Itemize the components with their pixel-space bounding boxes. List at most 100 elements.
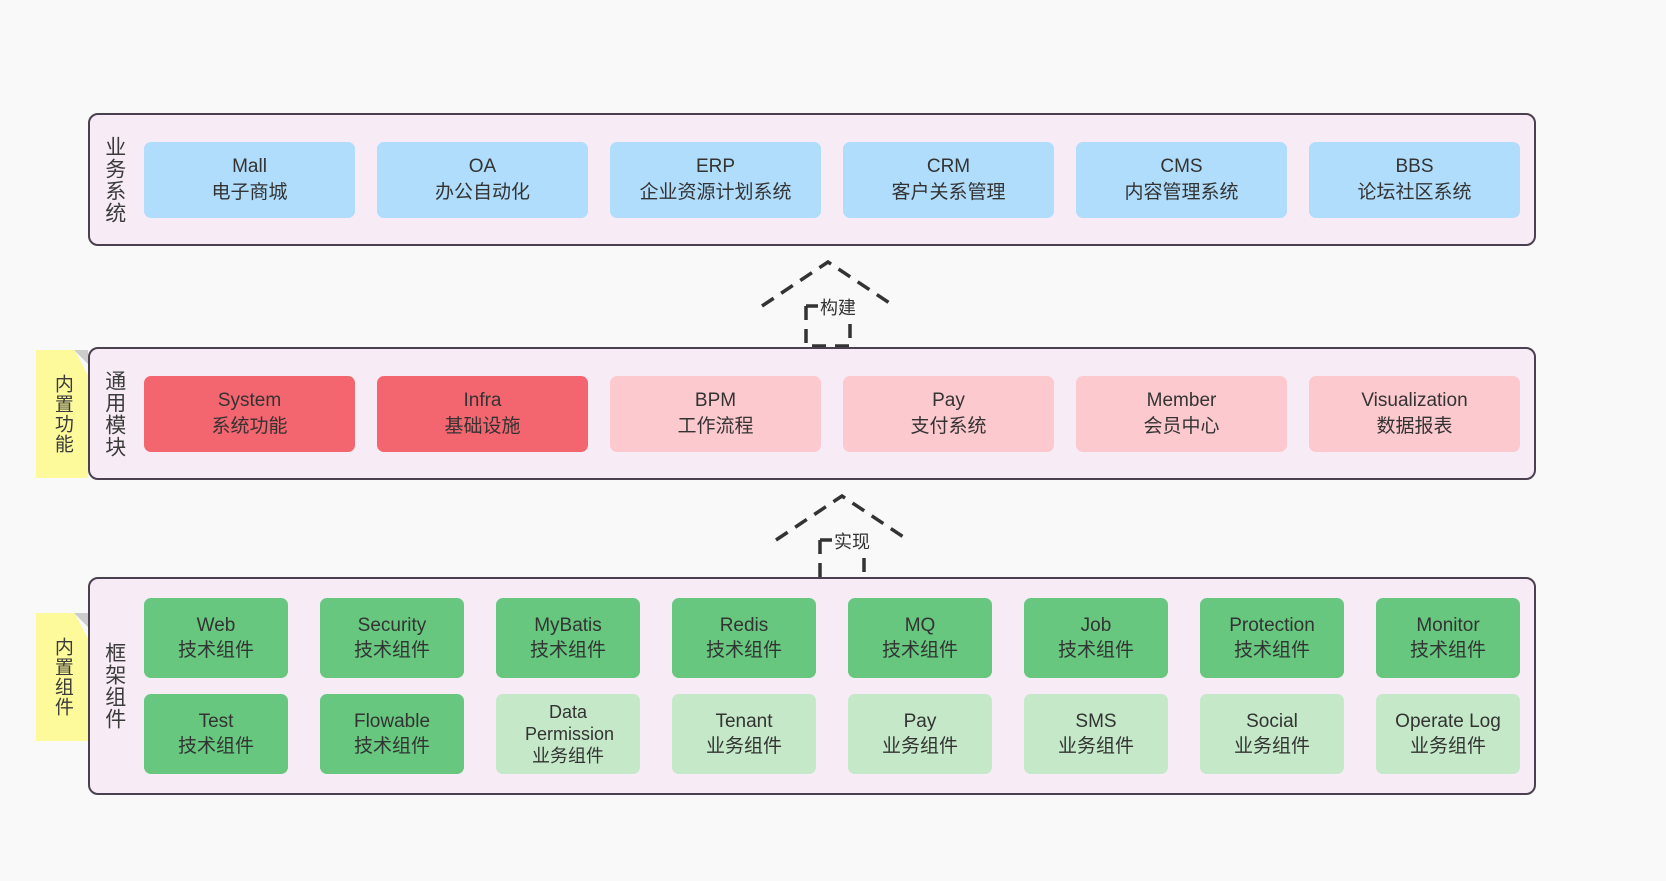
layer-business-systems: 业务系统 Mall 电子商城 OA 办公自动化 ERP 企业资源计划系统 CRM…: [88, 113, 1536, 246]
card-title: CRM: [926, 156, 971, 178]
card-crm[interactable]: CRM 客户关系管理: [843, 141, 1054, 218]
arrow-build-label: 构建: [818, 294, 858, 320]
card-operate-log[interactable]: Operate Log 业务组件: [1376, 694, 1520, 774]
card-title: CMS: [1160, 156, 1203, 178]
card-subtitle: 技术组件: [705, 640, 782, 661]
layer-title-framework-components: 框架组件: [102, 642, 126, 730]
card-security[interactable]: Security 技术组件: [320, 598, 464, 678]
card-cms[interactable]: CMS 内容管理系统: [1076, 141, 1287, 218]
arrow-implement: 实现: [772, 492, 912, 582]
card-title: System: [217, 390, 282, 412]
note-builtin-features: 内置功能: [36, 350, 88, 478]
card-subtitle: 技术组件: [1233, 640, 1310, 661]
card-title: Data Permission: [525, 701, 615, 744]
card-title: BBS: [1395, 156, 1434, 178]
card-web[interactable]: Web 技术组件: [144, 598, 288, 678]
card-title: Monitor: [1416, 614, 1480, 636]
card-title: Tenant: [715, 710, 773, 732]
note-builtin-features-wrap: 内置功能: [36, 350, 88, 478]
card-pay[interactable]: Pay 支付系统: [843, 375, 1054, 452]
card-title: Social: [1246, 710, 1298, 732]
card-row: Test 技术组件 Flowable 技术组件 Data Permission …: [144, 694, 1520, 774]
card-erp[interactable]: ERP 企业资源计划系统: [610, 141, 821, 218]
card-infra[interactable]: Infra 基础设施: [377, 375, 588, 452]
card-subtitle: 业务组件: [1233, 736, 1310, 757]
card-mall[interactable]: Mall 电子商城: [144, 141, 355, 218]
arrow-implement-label: 实现: [832, 528, 872, 554]
card-title: MyBatis: [534, 614, 602, 636]
layer-body-framework-components: Web 技术组件 Security 技术组件 MyBatis 技术组件 Redi…: [138, 579, 1534, 793]
card-title: Web: [196, 614, 236, 636]
card-subtitle: 基础设施: [444, 415, 521, 437]
layer-body-business-systems: Mall 电子商城 OA 办公自动化 ERP 企业资源计划系统 CRM 客户关系…: [138, 115, 1534, 244]
card-title: SMS: [1075, 710, 1117, 732]
card-flowable[interactable]: Flowable 技术组件: [320, 694, 464, 774]
card-tenant[interactable]: Tenant 业务组件: [672, 694, 816, 774]
card-subtitle: 业务组件: [1057, 736, 1134, 757]
card-mq[interactable]: MQ 技术组件: [848, 598, 992, 678]
card-subtitle: 工作流程: [677, 415, 754, 437]
card-oa[interactable]: OA 办公自动化: [377, 141, 588, 218]
card-member[interactable]: Member 会员中心: [1076, 375, 1287, 452]
card-social[interactable]: Social 业务组件: [1200, 694, 1344, 774]
card-subtitle: 业务组件: [705, 736, 782, 757]
card-title: Mall: [232, 156, 267, 178]
card-title: Operate Log: [1395, 710, 1501, 732]
card-subtitle: 客户关系管理: [891, 181, 1006, 203]
card-subtitle: 技术组件: [177, 640, 254, 661]
card-title: Pay: [903, 710, 937, 732]
card-subtitle: 系统功能: [211, 415, 288, 437]
layer-common-modules: 通用模块 System 系统功能 Infra 基础设施 BPM 工作流程 Pay…: [88, 347, 1536, 480]
card-subtitle: 技术组件: [177, 736, 254, 757]
card-sms[interactable]: SMS 业务组件: [1024, 694, 1168, 774]
card-title: Pay: [932, 390, 965, 412]
card-subtitle: 技术组件: [529, 640, 606, 661]
card-subtitle: 技术组件: [353, 640, 430, 661]
layer-framework-components: 框架组件 Web 技术组件 Security 技术组件 MyBatis 技术组件…: [88, 577, 1536, 795]
card-redis[interactable]: Redis 技术组件: [672, 598, 816, 678]
card-title: MQ: [904, 614, 936, 636]
card-subtitle: 业务组件: [1409, 736, 1486, 757]
card-title: BPM: [694, 390, 737, 412]
layer-title-business-systems: 业务系统: [102, 135, 126, 224]
card-title: Security: [357, 614, 427, 636]
card-subtitle: 业务组件: [532, 746, 604, 767]
card-mybatis[interactable]: MyBatis 技术组件: [496, 598, 640, 678]
card-row: System 系统功能 Infra 基础设施 BPM 工作流程 Pay 支付系统…: [144, 375, 1520, 452]
card-monitor[interactable]: Monitor 技术组件: [1376, 598, 1520, 678]
card-bpm[interactable]: BPM 工作流程: [610, 375, 821, 452]
card-subtitle: 技术组件: [353, 736, 430, 757]
card-subtitle: 电子商城: [211, 181, 288, 203]
card-subtitle: 业务组件: [881, 736, 958, 757]
note-builtin-components: 内置组件: [36, 613, 88, 741]
card-title: Test: [198, 710, 234, 732]
card-title: Redis: [719, 614, 769, 636]
card-subtitle: 论坛社区系统: [1357, 181, 1472, 203]
card-row: Web 技术组件 Security 技术组件 MyBatis 技术组件 Redi…: [144, 598, 1520, 678]
card-subtitle: 技术组件: [881, 640, 958, 661]
layer-title-common-modules: 通用模块: [102, 369, 126, 458]
card-bbs[interactable]: BBS 论坛社区系统: [1309, 141, 1520, 218]
card-title: Infra: [463, 390, 502, 412]
card-subtitle: 内容管理系统: [1124, 181, 1239, 203]
card-system[interactable]: System 系统功能: [144, 375, 355, 452]
arrow-build: 构建: [758, 258, 898, 348]
card-row: Mall 电子商城 OA 办公自动化 ERP 企业资源计划系统 CRM 客户关系…: [144, 141, 1520, 218]
card-subtitle: 技术组件: [1057, 640, 1134, 661]
card-pay-business[interactable]: Pay 业务组件: [848, 694, 992, 774]
card-protection[interactable]: Protection 技术组件: [1200, 598, 1344, 678]
layer-body-common-modules: System 系统功能 Infra 基础设施 BPM 工作流程 Pay 支付系统…: [138, 349, 1534, 478]
card-title: Protection: [1229, 614, 1315, 636]
card-title: Flowable: [353, 710, 431, 732]
card-visualization[interactable]: Visualization 数据报表: [1309, 375, 1520, 452]
card-test[interactable]: Test 技术组件: [144, 694, 288, 774]
card-title: OA: [468, 156, 497, 178]
card-job[interactable]: Job 技术组件: [1024, 598, 1168, 678]
note-builtin-components-wrap: 内置组件: [36, 613, 88, 741]
card-subtitle: 数据报表: [1376, 415, 1453, 437]
card-data-permission[interactable]: Data Permission 业务组件: [496, 694, 640, 774]
card-subtitle: 支付系统: [910, 415, 987, 437]
card-subtitle: 企业资源计划系统: [639, 181, 792, 203]
card-title: ERP: [695, 156, 736, 178]
